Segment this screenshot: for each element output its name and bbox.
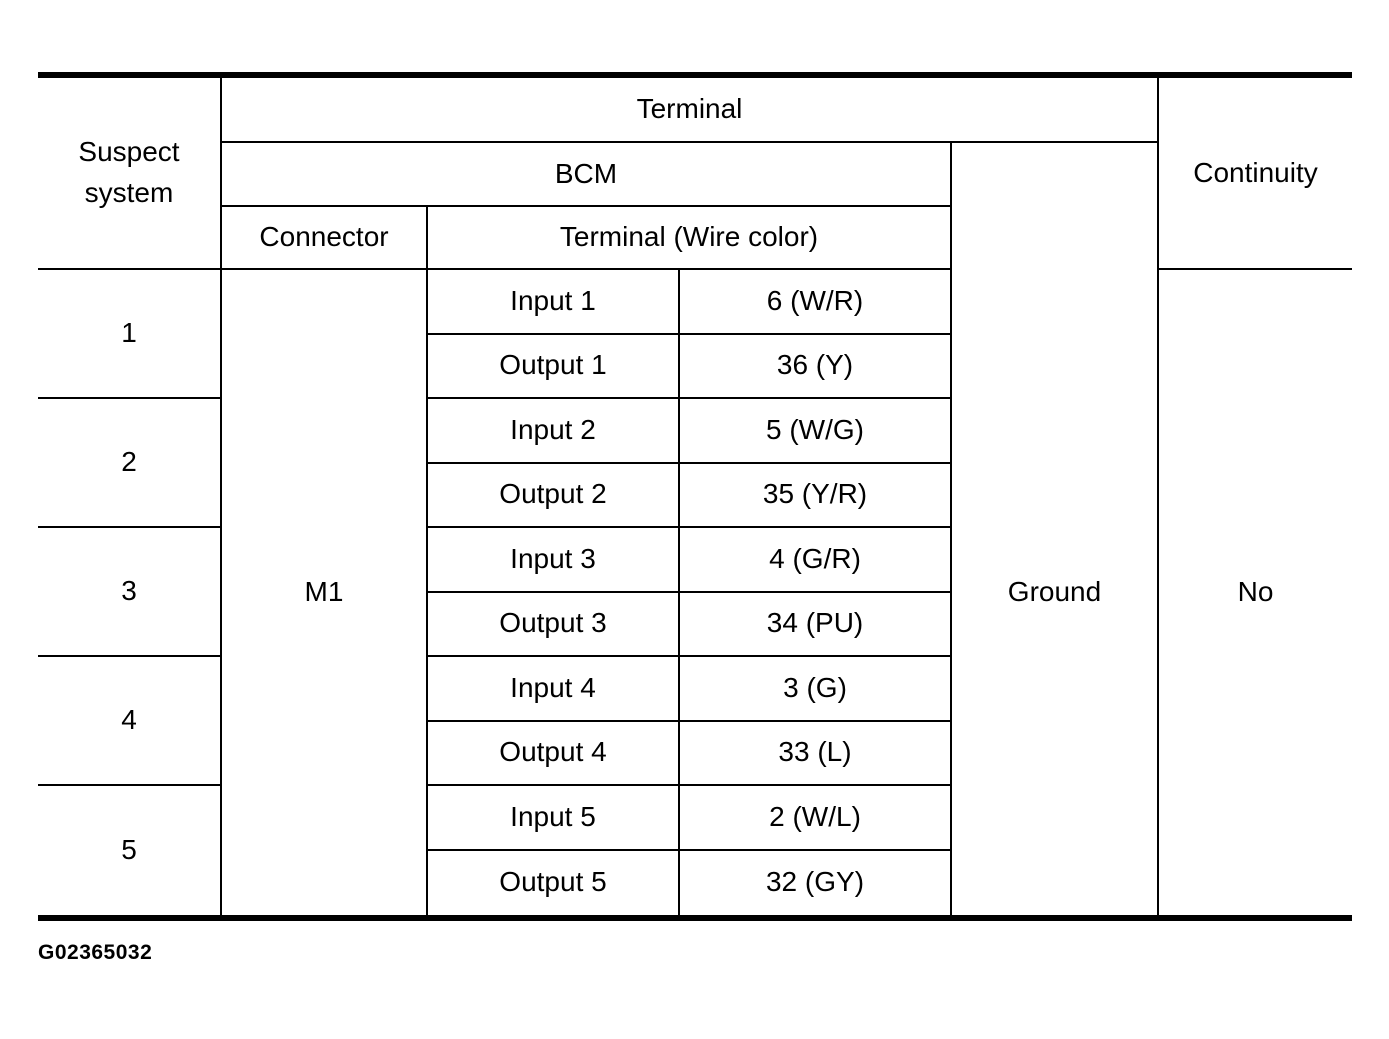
continuity-header: Continuity <box>1157 78 1352 270</box>
terminal-header: Terminal <box>222 78 1157 143</box>
signal-label-cell: Output 1 <box>428 334 680 399</box>
signal-label-cell: Input 1 <box>428 270 680 335</box>
signal-label-cell: Input 5 <box>428 786 680 851</box>
suspect-system-header: Suspect system <box>38 78 222 270</box>
terminal-wire-cell: 34 (PU) <box>680 593 950 657</box>
signal-label-cell: Output 5 <box>428 850 680 915</box>
terminal-wire-cell: 2 (W/L) <box>680 786 950 851</box>
terminal-wire-cell: 6 (W/R) <box>680 270 950 335</box>
terminal-wire-cell: 3 (G) <box>680 657 950 722</box>
suspect-system-cell-4: 4 <box>38 657 222 786</box>
suspect-system-cell-2: 2 <box>38 399 222 528</box>
signal-label-cell: Input 3 <box>428 528 680 593</box>
continuity-value-cell: No <box>1157 270 1352 915</box>
connector-cell: M1 <box>222 270 428 915</box>
terminal-wire-cell: 5 (W/G) <box>680 399 950 464</box>
terminal-wire-cell: 33 (L) <box>680 722 950 786</box>
terminal-wire-cell: 36 (Y) <box>680 335 950 399</box>
signal-label-cell: Input 2 <box>428 399 680 464</box>
figure-id: G02365032 <box>38 941 153 964</box>
signal-label-cell: Output 3 <box>428 592 680 657</box>
signal-label-cell: Input 4 <box>428 657 680 722</box>
continuity-check-table: Suspect system Terminal Continuity BCM C… <box>38 72 1352 921</box>
terminal-wire-color-header: Terminal (Wire color) <box>428 207 950 270</box>
suspect-system-cell-3: 3 <box>38 528 222 657</box>
terminal-wire-cell: 35 (Y/R) <box>680 464 950 528</box>
ground-header-spacer <box>950 143 1157 270</box>
signal-label-cell: Output 4 <box>428 721 680 786</box>
suspect-system-cell-5: 5 <box>38 786 222 915</box>
terminal-wire-cell: 4 (G/R) <box>680 528 950 593</box>
ground-cell: Ground <box>950 270 1157 915</box>
bcm-header: BCM <box>222 143 950 207</box>
terminal-wire-cell: 32 (GY) <box>765 866 865 898</box>
suspect-system-cell-1: 1 <box>38 270 222 399</box>
signal-label-cell: Output 2 <box>428 463 680 528</box>
connector-header: Connector <box>222 207 428 270</box>
